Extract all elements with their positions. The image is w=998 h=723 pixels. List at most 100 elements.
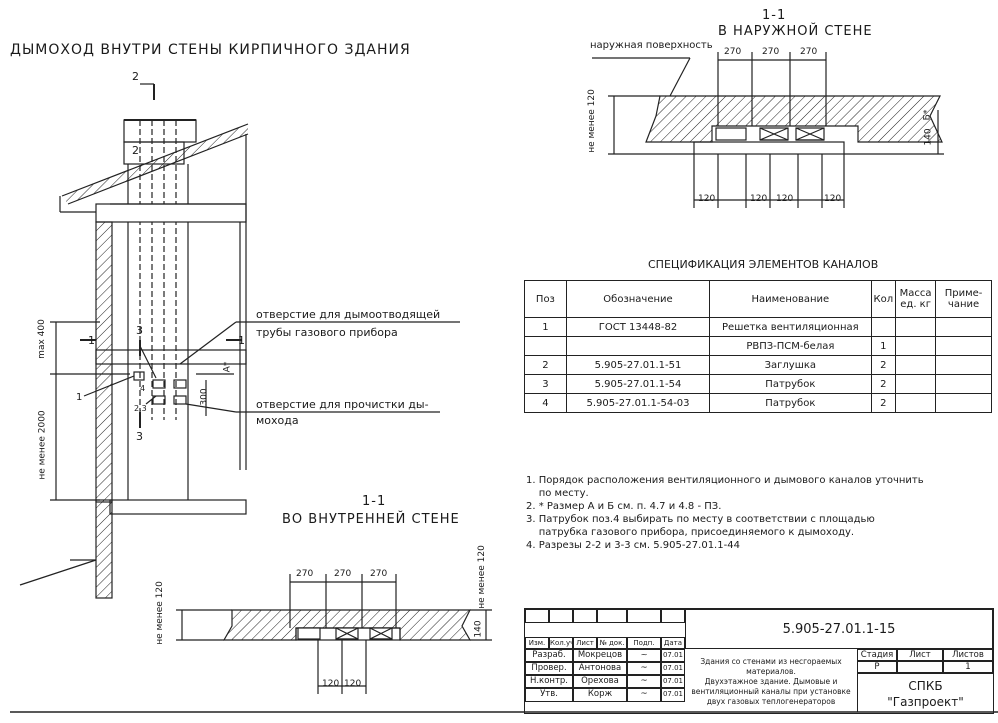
stamp-name: Антонова bbox=[573, 662, 627, 675]
stamp-date: 07.01 bbox=[661, 675, 685, 688]
stamp-header-izm: Изм. bbox=[525, 637, 549, 649]
cell bbox=[895, 393, 937, 413]
cell bbox=[935, 393, 992, 413]
stamp-role: Провер. bbox=[525, 662, 573, 675]
outer-dim-bottom-4: 120 bbox=[824, 194, 842, 204]
cell: 2 bbox=[524, 355, 567, 375]
cell: Патрубок bbox=[709, 374, 872, 394]
outer-title: В НАРУЖНОЙ СТЕНЕ bbox=[718, 24, 873, 39]
stamp-role: Разраб. bbox=[525, 649, 573, 662]
section-mark-2-mid: 2 bbox=[132, 144, 139, 157]
outer-dim-left: не менее 120 bbox=[586, 89, 597, 153]
signature: ~ bbox=[627, 662, 661, 675]
stamp-role: Утв. bbox=[525, 688, 573, 702]
spec-header-qty: Кол bbox=[870, 280, 897, 318]
inner-dim-left: не менее 120 bbox=[154, 581, 165, 645]
cell: 2 bbox=[870, 374, 897, 394]
stamp-code: 5.905-27.01.1-15 bbox=[685, 609, 993, 649]
callout-pos-1: 1 bbox=[76, 392, 83, 403]
inner-wall-plan bbox=[176, 574, 492, 694]
spec-header-name: Наименование bbox=[709, 280, 872, 318]
note-line: 4. Разрезы 2-2 и 3-3 см. 5.905-27.01.1-4… bbox=[526, 540, 740, 551]
section-mark-2-top: 2 bbox=[132, 70, 139, 83]
cell: Заглушка bbox=[709, 355, 872, 375]
stamp-date: 07.01 bbox=[661, 649, 685, 662]
note-line: 3. Патрубок поз.4 выбирать по месту в со… bbox=[526, 514, 875, 525]
cell: 5.905-27.01.1-54-03 bbox=[565, 393, 711, 413]
outer-dim-top-3: 270 bbox=[800, 47, 818, 57]
dim-a: А* bbox=[222, 361, 233, 373]
inner-dim-140: 140 bbox=[473, 620, 484, 638]
outer-dim-top-2: 270 bbox=[762, 47, 780, 57]
callout-flue-opening-line2: трубы газового прибора bbox=[256, 326, 398, 339]
cell: 1 bbox=[870, 336, 897, 356]
outer-dim-bottom-2: 120 bbox=[750, 194, 768, 204]
stamp-date: 07.01 bbox=[661, 688, 685, 702]
stamp-desc-line: Здания со стенами из несгораемых bbox=[700, 657, 842, 666]
dim-2000: не менее 2000 bbox=[37, 410, 48, 480]
inner-dim-bottom-2: 120 bbox=[344, 679, 362, 689]
callout-pos-4: 4 bbox=[140, 384, 146, 393]
stamp-sheets-label: Листов bbox=[943, 649, 993, 661]
spec-table: Поз Обозначение Наименование Кол Масса е… bbox=[524, 280, 992, 413]
stamp-desc-line: вентиляционный каналы при установке bbox=[691, 687, 851, 696]
stamp-header-date: Дата bbox=[661, 637, 685, 649]
cell: 2 bbox=[870, 393, 897, 413]
stamp-desc-line: Двухэтажное здание. Дымовые и bbox=[704, 677, 838, 686]
outer-dim-bottom-3: 120 bbox=[776, 194, 794, 204]
stamp-name: Мокрецов bbox=[573, 649, 627, 662]
stamp-sheet-label: Лист bbox=[897, 649, 943, 661]
cell bbox=[895, 355, 937, 375]
section-mark-1-left: 1 bbox=[88, 334, 95, 347]
cell: 4 bbox=[524, 393, 567, 413]
callout-flue-opening-line1: отверстие для дымоотводящей bbox=[256, 308, 441, 321]
notes-block: 1. Порядок расположения вентиляционного … bbox=[526, 474, 924, 552]
inner-dim-right: не менее 120 bbox=[476, 545, 487, 609]
cell bbox=[870, 317, 897, 337]
cell: ГОСТ 13448-82 bbox=[565, 317, 711, 337]
stamp-header-ndok: № док. bbox=[597, 637, 627, 649]
callout-pos-23: 2,3 bbox=[134, 404, 147, 413]
inner-dim-top-2: 270 bbox=[334, 569, 352, 579]
cell: 1 bbox=[524, 317, 567, 337]
callout-cleanout-line1: отверстие для прочистки ды- bbox=[256, 398, 429, 411]
outer-wall-plan bbox=[592, 52, 944, 208]
signature: ~ bbox=[627, 675, 661, 688]
stamp-header-podp: Подп. bbox=[627, 637, 661, 649]
spec-header-pos: Поз bbox=[524, 280, 567, 318]
inner-dim-top-1: 270 bbox=[296, 569, 314, 579]
cell: 2 bbox=[870, 355, 897, 375]
note-line: 1. Порядок расположения вентиляционного … bbox=[526, 475, 924, 486]
cell: 5.905-27.01.1-51 bbox=[565, 355, 711, 375]
inner-section-mark: 1-1 bbox=[362, 494, 387, 509]
stamp-sheets: 1 bbox=[943, 661, 993, 673]
stamp-organization: СПКБ "Газпроект" bbox=[857, 673, 993, 712]
stamp-stage-label: Стадия bbox=[857, 649, 897, 661]
stamp-desc-line: двух газовых теплогенераторов bbox=[706, 697, 836, 706]
cell: 3 bbox=[524, 374, 567, 394]
note-line: патрубка газового прибора, присоединяемо… bbox=[526, 527, 855, 538]
note-line: по месту. bbox=[526, 488, 589, 499]
outer-dim-b: Б* bbox=[922, 109, 933, 121]
cell bbox=[565, 336, 711, 356]
title-block: Изм. Кол.уч Лист № док. Подп. Дата Разра… bbox=[524, 608, 994, 714]
stamp-description: Здания со стенами из несгораемых материа… bbox=[685, 649, 857, 712]
inner-title: ВО ВНУТРЕННЕЙ СТЕНЕ bbox=[282, 512, 460, 527]
stamp-org-line: СПКБ bbox=[908, 679, 943, 693]
cell: 5.905-27.01.1-54 bbox=[565, 374, 711, 394]
outer-surface-label: наружная поверхность bbox=[590, 40, 713, 51]
section-mark-1-right: 1 bbox=[238, 334, 245, 347]
note-line: 2. * Размер А и Б см. п. 4.7 и 4.8 - ПЗ. bbox=[526, 501, 722, 512]
spec-header-designation: Обозначение bbox=[565, 280, 711, 318]
stamp-stage: Р bbox=[857, 661, 897, 673]
spec-header-mass: Масса ед. кг bbox=[895, 280, 937, 318]
signature: ~ bbox=[627, 688, 661, 702]
stamp-header-koluch: Кол.уч bbox=[549, 637, 573, 649]
outer-dim-bottom-1: 120 bbox=[698, 194, 716, 204]
cell bbox=[935, 355, 992, 375]
inner-dim-top-3: 270 bbox=[370, 569, 388, 579]
